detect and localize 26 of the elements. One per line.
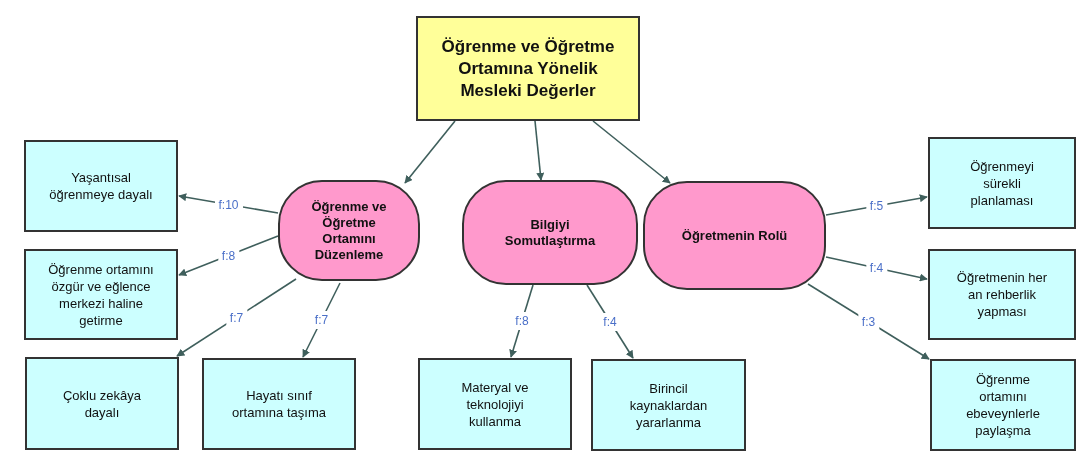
theme-node: Bilgiyi Somutlaştırma [462,180,638,285]
subtheme-box: Materyal ve teknolojiyi kullanma [418,358,572,450]
arrow [592,120,671,184]
subtheme-box: Öğretmenin her an rehberlik yapması [928,249,1076,340]
subtheme-box: Öğrenmeyi sürekli planlaması [928,137,1076,229]
subtheme-box: Öğrenme ortamını ebeveynlerle paylaşma [930,359,1076,451]
arrow [509,284,534,358]
arrow [534,120,545,181]
arrow [807,283,930,360]
arrow [825,256,928,282]
arrow [302,282,341,358]
arrow [178,235,279,277]
edge-label: f:7 [225,308,248,327]
theme-node: Öğretmenin Rolü [643,181,826,290]
subtheme-box: Çoklu zekâya dayalı [25,357,179,450]
subtheme-box: Yaşantısal öğrenmeye dayalı [24,140,178,232]
edge-label: f:3 [857,312,880,331]
theme-node: Öğrenme ve Öğretme Ortamını Düzenleme [278,180,420,281]
title-box: Öğrenme ve Öğretme Ortamına Yönelik Mesleki Değerler [416,16,640,121]
arrow [825,194,928,216]
subtheme-box: Öğrenme ortamını özgür ve eğlence merkezi haline getirme [24,249,178,340]
subtheme-box: Birincil kaynaklardan yararlanma [591,359,746,451]
arrow [176,278,297,357]
arrow [404,120,456,184]
subtheme-box: Hayatı sınıf ortamına taşıma [202,358,356,450]
arrow [586,284,634,359]
